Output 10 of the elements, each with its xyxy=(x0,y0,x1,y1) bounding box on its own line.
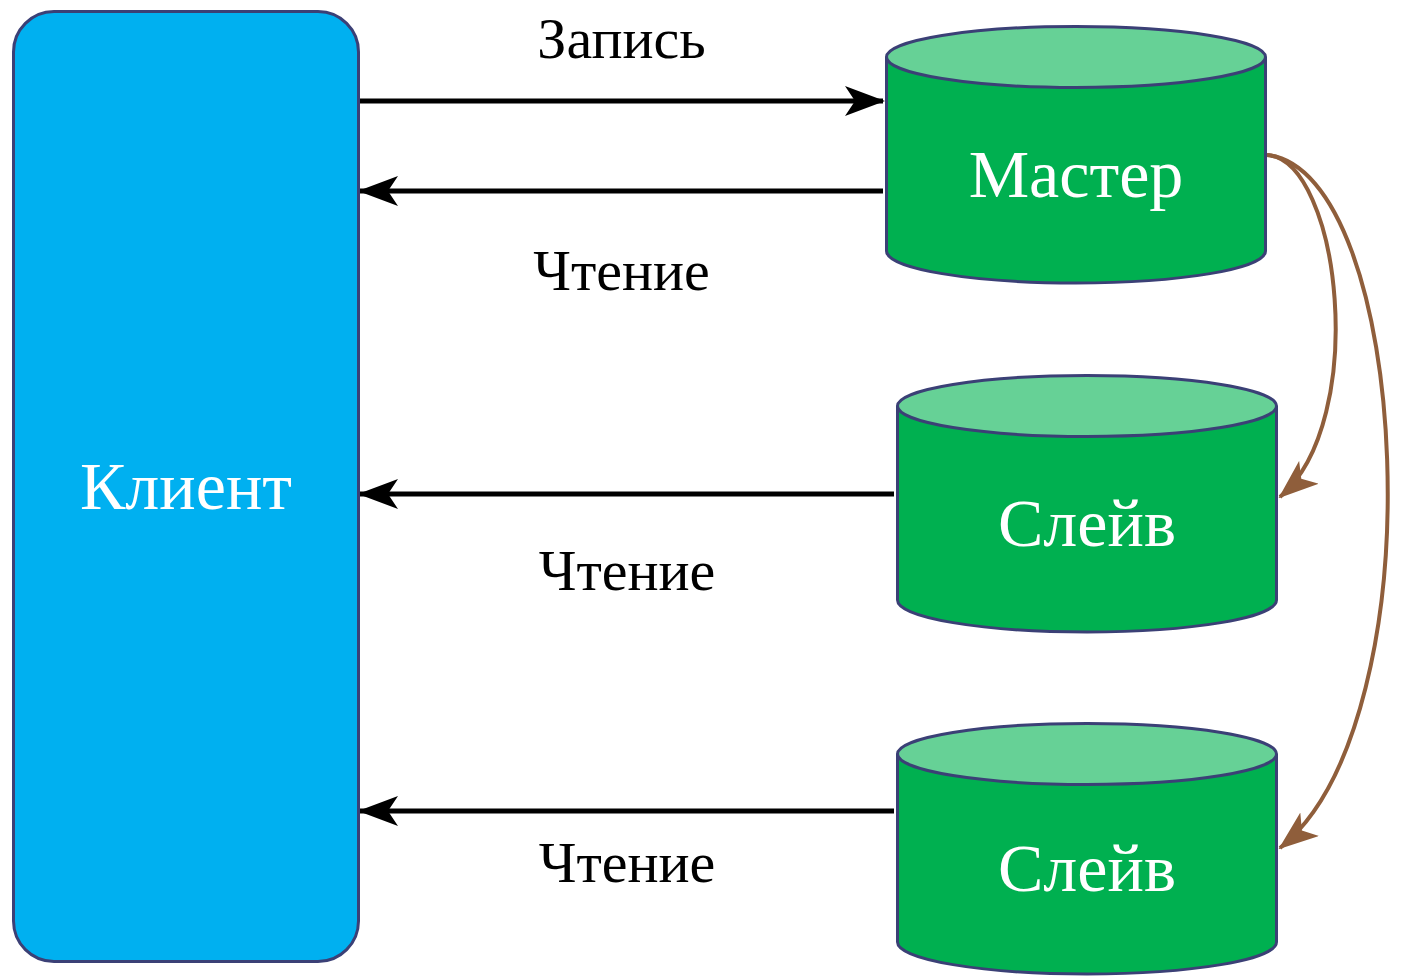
node-label: Слейв xyxy=(998,828,1176,908)
arrow xyxy=(358,479,894,509)
client-box xyxy=(12,10,360,963)
node-label: Клиент xyxy=(80,447,292,526)
arrow xyxy=(360,86,885,116)
arrow xyxy=(358,796,894,826)
node-label: Слейв xyxy=(998,483,1176,563)
arrow xyxy=(358,176,883,206)
arrow xyxy=(1266,153,1390,850)
node-label: Мастер xyxy=(968,134,1184,214)
